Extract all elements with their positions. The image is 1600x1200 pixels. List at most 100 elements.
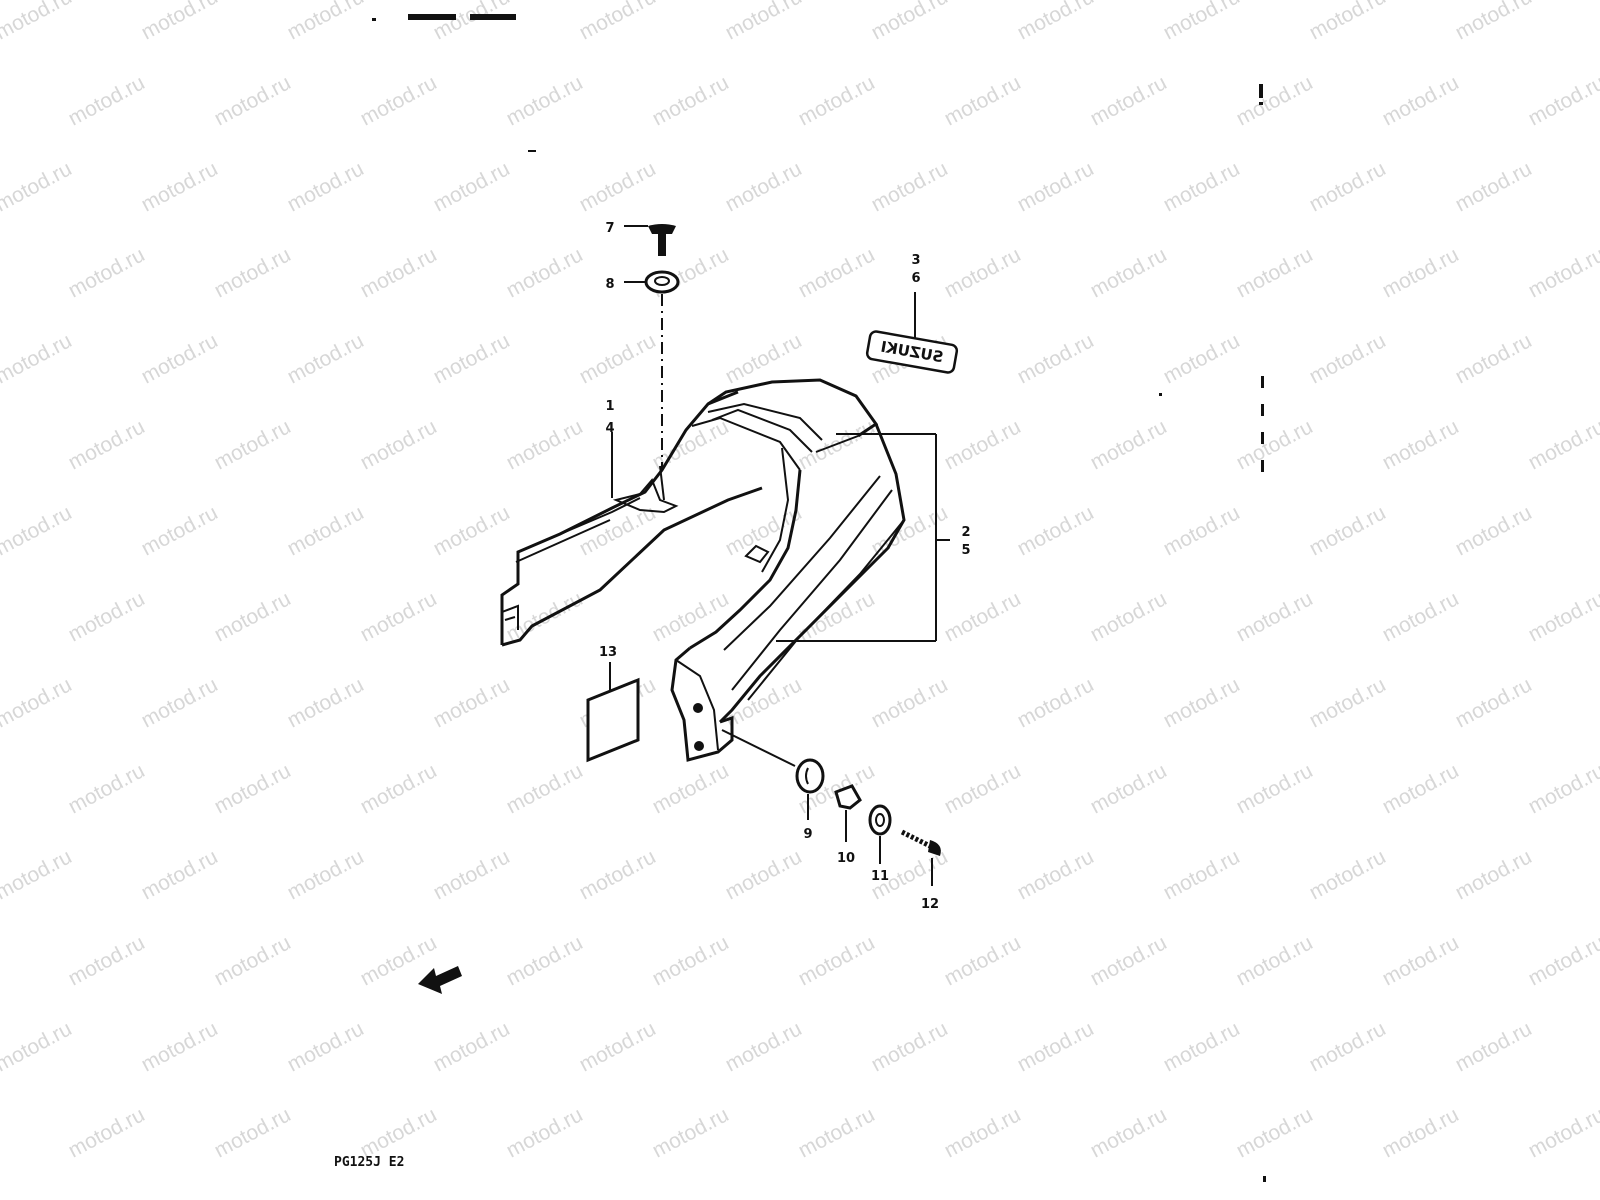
watermark-text: motod.ru (649, 587, 733, 646)
watermark-text: motod.ru (868, 157, 952, 216)
watermark-text: motod.ru (65, 931, 149, 990)
screw-part-7 (648, 224, 676, 256)
watermark-text: motod.ru (649, 931, 733, 990)
watermark-text: motod.ru (722, 329, 806, 388)
watermark-text: motod.ru (0, 243, 3, 302)
watermark-text: motod.ru (357, 587, 441, 646)
watermark-text: motod.ru (576, 157, 660, 216)
collar-part-10 (834, 784, 862, 810)
watermark-text: motod.ru (65, 71, 149, 130)
callout-11: 11 (871, 869, 889, 884)
callout-bracket-2-5 (776, 433, 950, 642)
watermark-text: motod.ru (1379, 415, 1463, 474)
watermark-text: motod.ru (138, 157, 222, 216)
watermark-text: motod.ru (1306, 845, 1390, 904)
watermark-text: motod.ru (284, 329, 368, 388)
watermark-text: motod.ru (503, 759, 587, 818)
watermark-text: motod.ru (211, 415, 295, 474)
watermark-text: motod.ru (138, 673, 222, 732)
watermark-text: motod.ru (1160, 0, 1244, 44)
watermark-text: motod.ru (430, 501, 514, 560)
watermark-text: motod.ru (138, 845, 222, 904)
watermark-text: motod.ru (941, 587, 1025, 646)
watermark-text: motod.ru (1233, 931, 1317, 990)
watermark-text: motod.ru (722, 157, 806, 216)
watermark-text: motod.ru (868, 0, 952, 44)
watermark-text: motod.ru (649, 1103, 733, 1162)
watermark-text: motod.ru (0, 1017, 76, 1076)
callout-13: 13 (599, 645, 617, 660)
watermark-text: motod.ru (1452, 501, 1536, 560)
watermark-text: motod.ru (503, 931, 587, 990)
watermark-text: motod.ru (722, 0, 806, 44)
watermark-text: motod.ru (576, 329, 660, 388)
watermark-text: motod.ru (211, 931, 295, 990)
watermark-text: motod.ru (941, 1103, 1025, 1162)
watermark-text: motod.ru (357, 1103, 441, 1162)
watermark-text: motod.ru (1087, 1103, 1171, 1162)
callout-2: 2 (961, 525, 970, 540)
watermark-text: motod.ru (1160, 157, 1244, 216)
callout-labels: 1 4 2 5 3 6 7 8 9 10 11 12 13 (599, 221, 971, 912)
watermark-text: motod.ru (795, 931, 879, 990)
watermark-text: motod.ru (1525, 71, 1600, 130)
watermark-text: motod.ru (1160, 1017, 1244, 1076)
watermark-text: motod.ru (1087, 243, 1171, 302)
watermark-text: motod.ru (284, 157, 368, 216)
watermark-text: motod.ru (1306, 329, 1390, 388)
watermark-text: motod.ru (1379, 587, 1463, 646)
watermark-text: motod.ru (1525, 243, 1600, 302)
watermark-text: motod.ru (0, 1103, 3, 1162)
watermark-text: motod.ru (1087, 759, 1171, 818)
watermark-text: motod.ru (1525, 415, 1600, 474)
watermark-text: motod.ru (1233, 1103, 1317, 1162)
scan-artifacts (372, 14, 1266, 1182)
watermark-text: motod.ru (357, 415, 441, 474)
watermark-text: motod.ru (0, 673, 76, 732)
watermark-text: motod.ru (503, 71, 587, 130)
watermark-text: motod.ru (1379, 243, 1463, 302)
watermark-text: motod.ru (138, 501, 222, 560)
watermark-text: motod.ru (1452, 329, 1536, 388)
watermark-text: motod.ru (1160, 329, 1244, 388)
watermark-text: motod.ru (1525, 931, 1600, 990)
watermark-text: motod.ru (357, 243, 441, 302)
watermark-text: motod.ru (284, 501, 368, 560)
watermark-text: motod.ru (1452, 157, 1536, 216)
watermark-text: motod.ru (284, 673, 368, 732)
watermark-text: motod.ru (941, 931, 1025, 990)
watermark-text: motod.ru (65, 1103, 149, 1162)
tail-cowl (500, 378, 906, 762)
watermark-text: motod.ru (795, 587, 879, 646)
watermark-text: motod.ru (430, 329, 514, 388)
watermark-text: motod.ru (576, 1017, 660, 1076)
watermark-text: motod.ru (1087, 587, 1171, 646)
watermark-text: motod.ru (795, 1103, 879, 1162)
grommet-part-8 (644, 270, 680, 294)
watermark-text: motod.ru (576, 845, 660, 904)
watermark-text: motod.ru (1014, 673, 1098, 732)
model-code: PG125J E2 (334, 1155, 404, 1170)
tail-cowl-right-arm (718, 423, 906, 724)
watermark-text: motod.ru (430, 1017, 514, 1076)
watermark-text: motod.ru (941, 759, 1025, 818)
tail-cowl-right-mount (670, 646, 734, 762)
watermark-text: motod.ru (1014, 329, 1098, 388)
watermark-text: motod.ru (211, 759, 295, 818)
watermark-text: motod.ru (1452, 845, 1536, 904)
watermark-text: motod.ru (284, 0, 368, 44)
watermark-text: motod.ru (868, 673, 952, 732)
watermark-text: motod.ru (649, 759, 733, 818)
washer-part-11 (868, 804, 892, 836)
watermark-text: motod.ru (357, 759, 441, 818)
washer-part-9 (795, 758, 825, 794)
watermark-text: motod.ru (941, 243, 1025, 302)
watermark-text: motod.ru (0, 587, 3, 646)
watermark-text: motod.ru (1452, 673, 1536, 732)
callout-3: 3 (911, 253, 920, 268)
watermark-text: motod.ru (795, 71, 879, 130)
watermark-text: motod.ru (1379, 759, 1463, 818)
watermark-text: motod.ru (430, 157, 514, 216)
watermark-text: motod.ru (65, 243, 149, 302)
